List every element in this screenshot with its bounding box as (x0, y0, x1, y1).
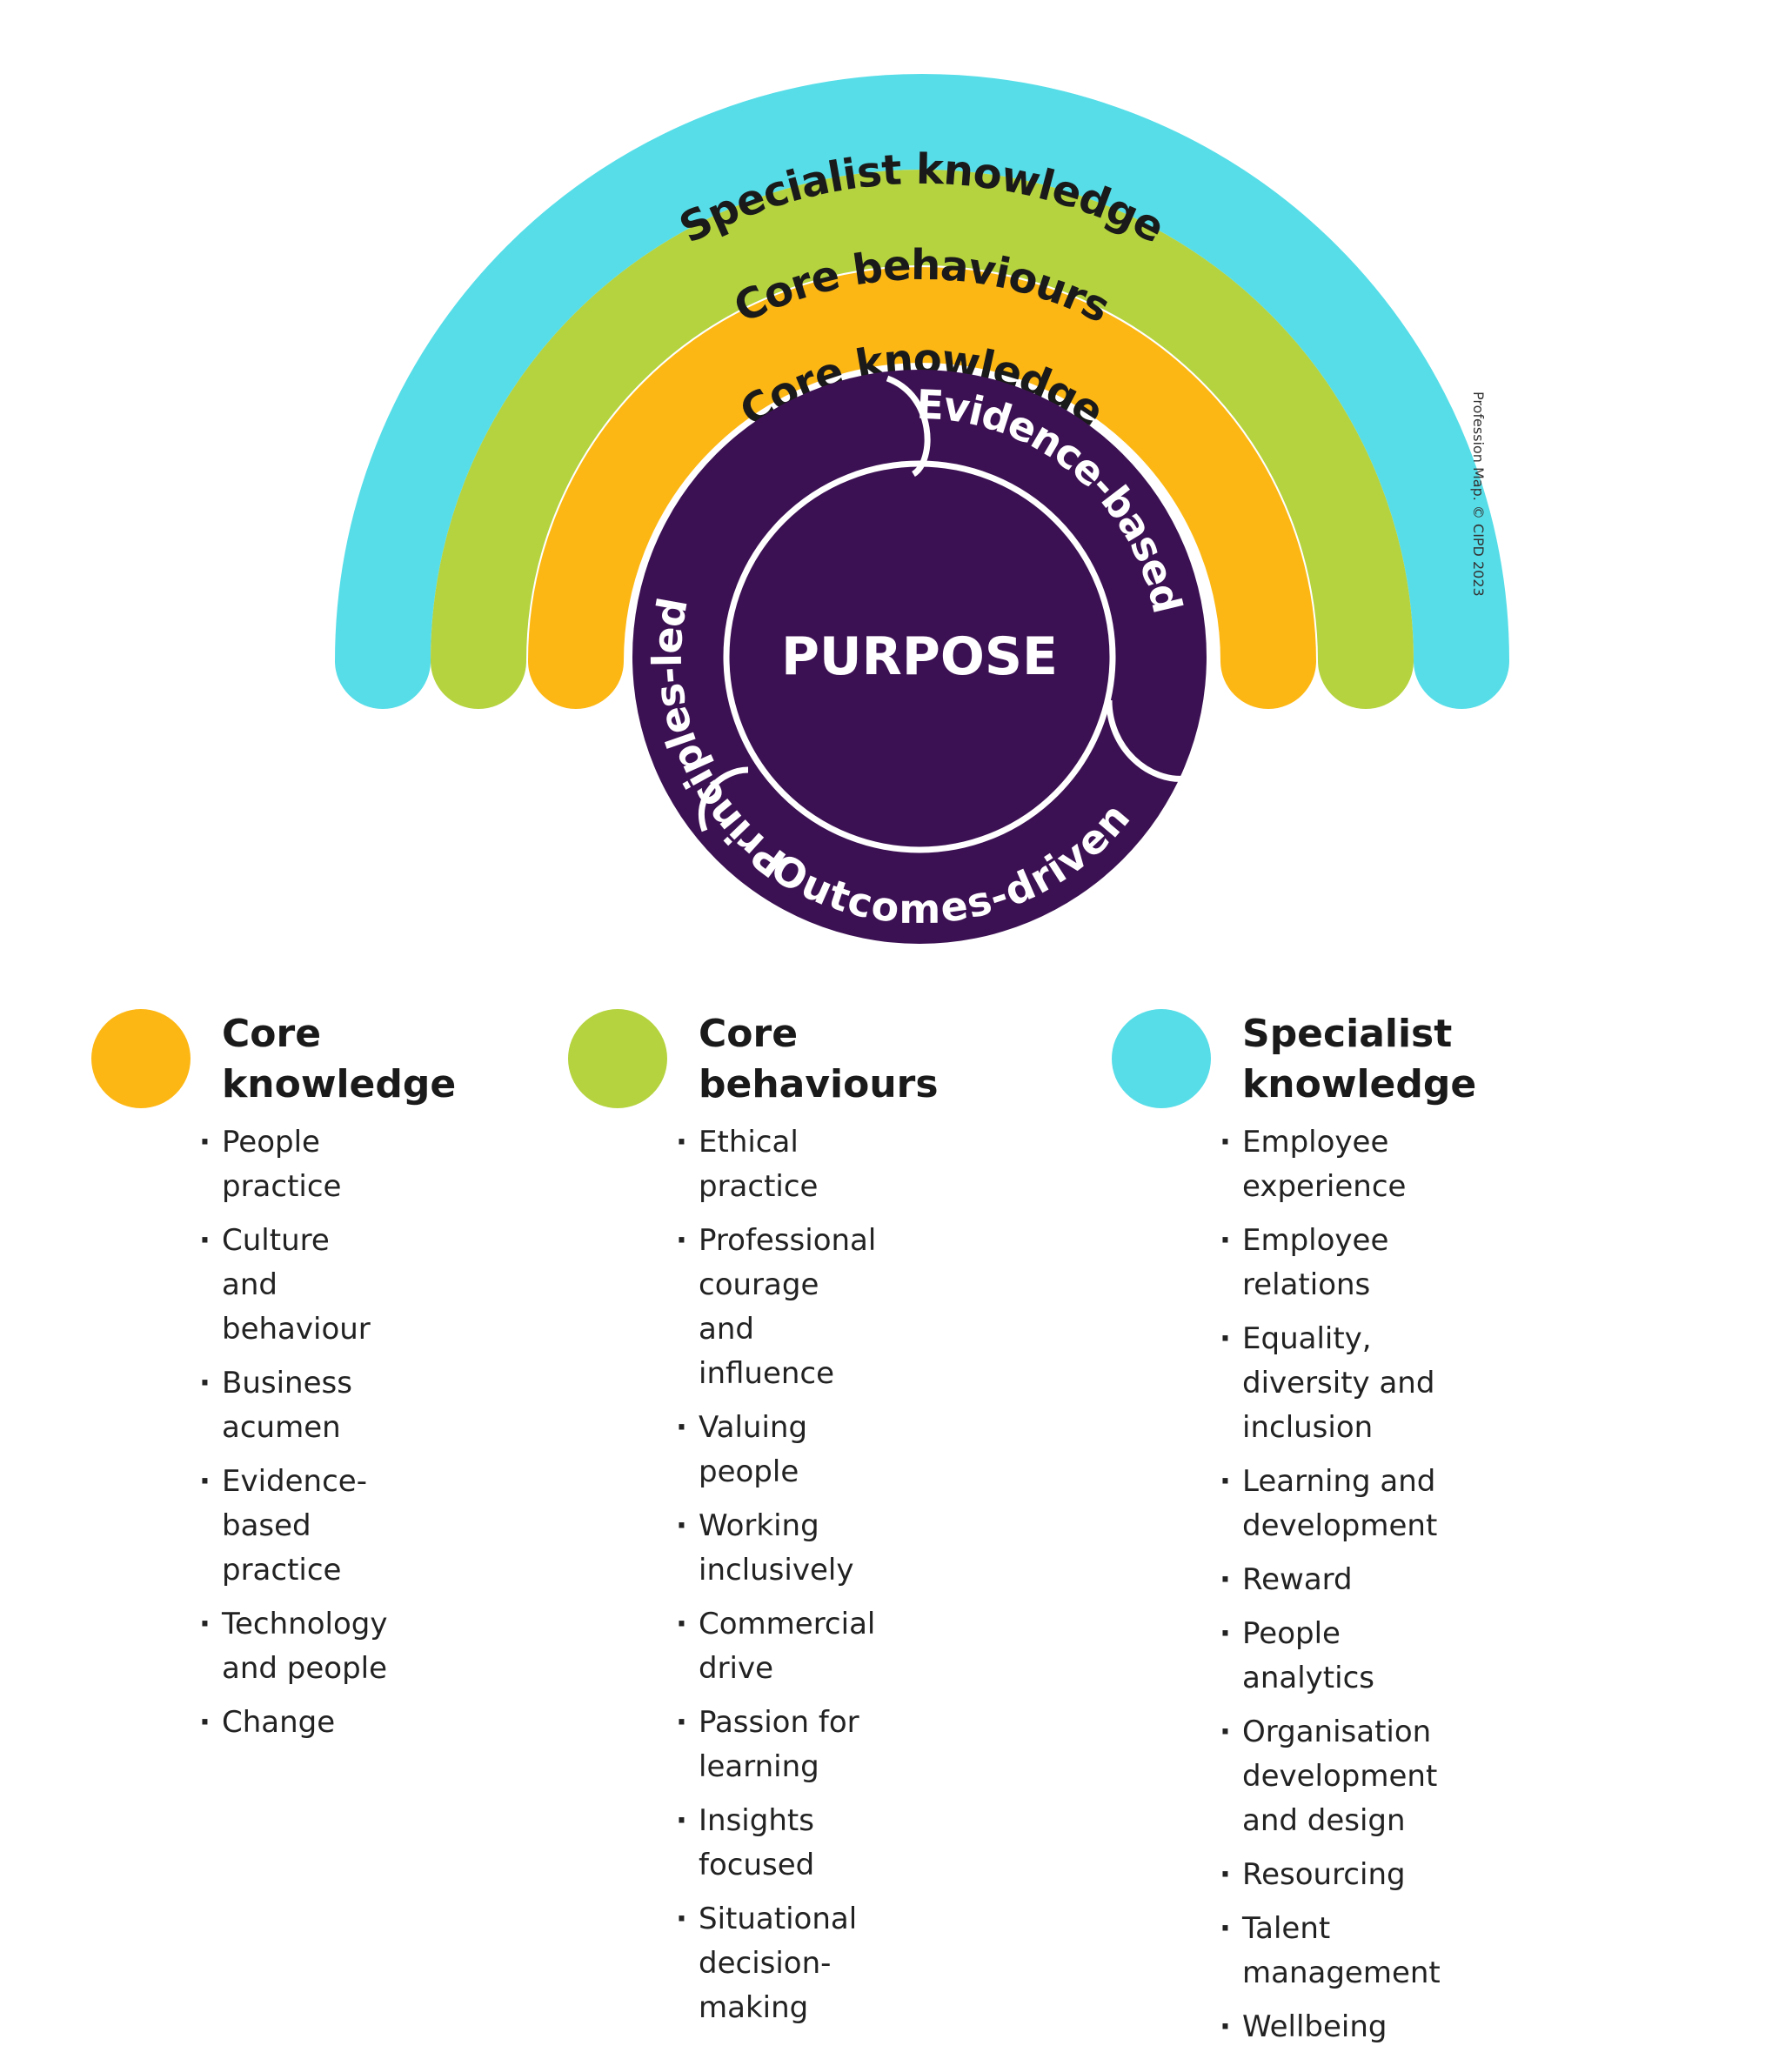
core-behaviours-arc (431, 170, 1414, 709)
list-item: Valuing people (676, 1406, 876, 1494)
purpose-label: PURPOSE (781, 626, 1058, 687)
list-item: Learning and development (1220, 1460, 1441, 1548)
core-knowledge-list: People practiceCulture and behaviourBusi… (199, 1120, 387, 1755)
core-knowledge-title: Core knowledge (222, 1012, 457, 1106)
list-item: Culture and behaviour (199, 1219, 387, 1352)
list-item: Employee experience (1220, 1120, 1441, 1209)
ring-divider-right (1106, 699, 1188, 782)
specialist-knowledge-dot (1112, 1009, 1211, 1108)
list-item: Commercial drive (676, 1602, 876, 1691)
list-item: Reward (1220, 1558, 1441, 1602)
list-item: Equality, diversity and inclusion (1220, 1317, 1441, 1450)
list-item: People analytics (1220, 1612, 1441, 1701)
list-item: Talent management (1220, 1907, 1441, 1995)
list-item: Business acumen (199, 1361, 387, 1450)
list-item: Working inclusively (676, 1504, 876, 1593)
list-item: Evidence-based practice (199, 1460, 387, 1593)
ring-divider-left (698, 766, 749, 832)
ring-divider-top (886, 375, 931, 477)
list-item: Organisation development and design (1220, 1710, 1441, 1843)
list-item: Passion for learning (676, 1701, 876, 1789)
list-item: Insights focused (676, 1799, 876, 1888)
list-item: Resourcing (1220, 1853, 1441, 1897)
list-item: Employee relations (1220, 1219, 1441, 1307)
specialist-knowledge-list: Employee experienceEmployee relationsEqu… (1220, 1120, 1441, 2059)
profession-map-diagram: Specialist knowledge Core behaviours Cor… (335, 74, 1509, 944)
list-item: Wellbeing (1220, 2005, 1441, 2049)
core-knowledge-dot (91, 1009, 191, 1108)
list-item: Ethical practice (676, 1120, 876, 1209)
specialist-knowledge-arc (335, 74, 1509, 709)
list-item: Situational decision-making (676, 1897, 876, 2030)
core-behaviours-dot (568, 1009, 667, 1108)
list-item: People practice (199, 1120, 387, 1209)
core-behaviours-list: Ethical practiceProfessional courage and… (676, 1120, 876, 2040)
list-item: Professional courage and influence (676, 1219, 876, 1396)
copyright-note: Profession Map. © CIPD 2023 (1470, 391, 1487, 597)
specialist-knowledge-title: Specialist knowledge (1242, 1012, 1477, 1106)
core-knowledge-arc (528, 267, 1316, 709)
list-item: Technology and people (199, 1602, 387, 1691)
core-behaviours-title: Core behaviours (699, 1012, 939, 1106)
purpose-ring (632, 370, 1207, 944)
list-item: Change (199, 1701, 387, 1745)
